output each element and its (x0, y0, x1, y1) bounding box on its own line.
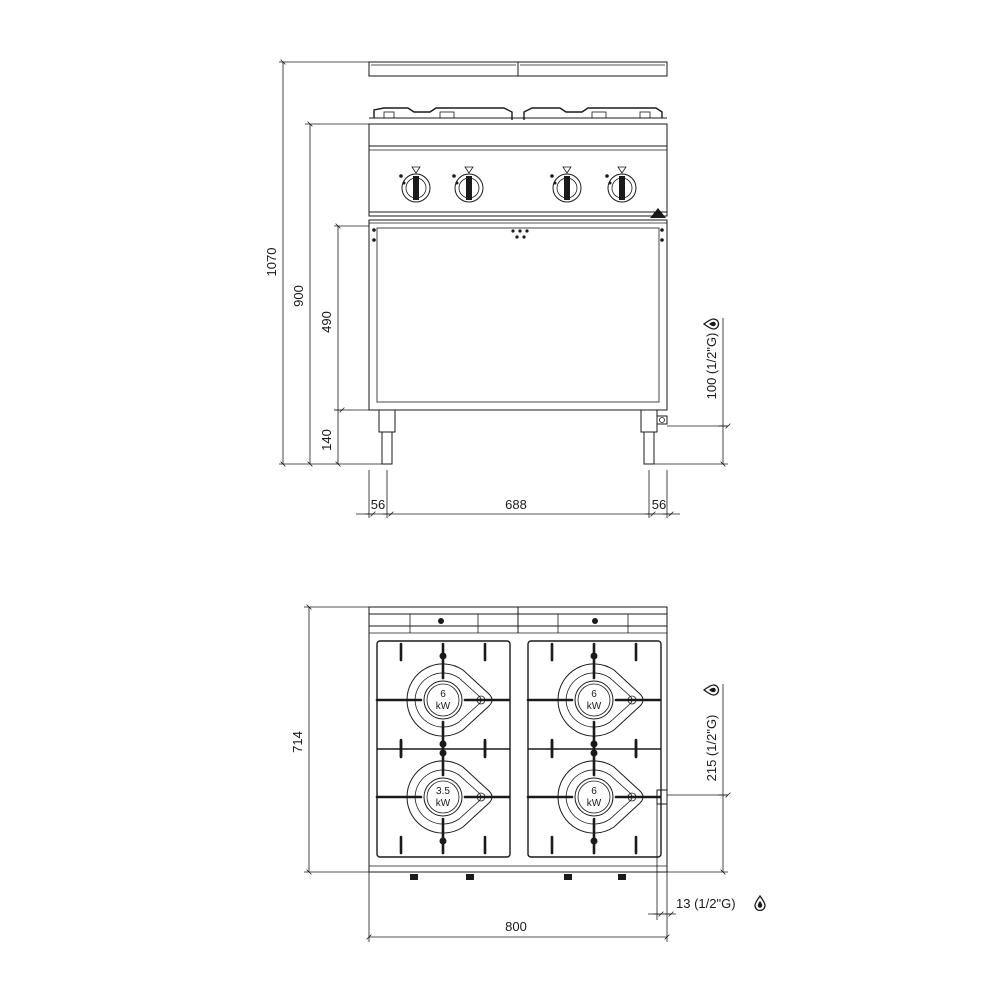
cabinet-opening (376, 227, 660, 403)
dim-depth: 714 (290, 731, 305, 753)
dim-gas-inlet-depth: 215 (1/2"G) (704, 715, 719, 782)
dim-worktop-height: 900 (291, 285, 306, 307)
cabinet (368, 219, 668, 411)
burner-unit: kW (436, 798, 451, 809)
dim-width: 800 (505, 919, 527, 934)
burner-2: 6kW (526, 642, 662, 758)
burner-unit: kW (587, 701, 602, 712)
burner-power: 6 (591, 689, 597, 700)
dim-gas-inlet-side: 13 (1/2"G) (676, 896, 736, 911)
gas-drop-icon-3 (754, 895, 766, 912)
knob-4[interactable] (605, 166, 637, 203)
gas-drop-icon (703, 318, 720, 330)
dim-left-leg-offset: 56 (371, 497, 385, 512)
burner-power: 6 (440, 689, 446, 700)
gas-inlet-front (656, 415, 668, 425)
pan-supports-front (369, 107, 667, 125)
dim-right-leg-offset: 56 (652, 497, 666, 512)
top-outline (368, 606, 668, 873)
burner-1: 6kW (375, 642, 511, 758)
top-view-dimensions: 714 215 (1/2"G) 13 (1/2"G) 800 (290, 604, 766, 942)
gas-drop-icon-2 (703, 684, 720, 696)
dim-leg-height: 140 (319, 429, 334, 451)
burner-4: 6kW (526, 739, 662, 855)
burner-unit: kW (436, 701, 451, 712)
knob-2[interactable] (452, 166, 484, 203)
burner-power: 3.5 (436, 786, 450, 797)
dim-gas-inlet-height: 100 (1/2"G) (704, 333, 719, 400)
dim-total-height: 1070 (264, 248, 279, 277)
legs (378, 409, 658, 465)
burner-unit: kW (587, 798, 602, 809)
control-panel (368, 123, 668, 217)
front-view: 1070 900 490 140 100 (1/2"G) 56 688 56 (264, 59, 731, 518)
dim-leg-spacing: 688 (505, 497, 527, 512)
knob-1[interactable] (399, 166, 431, 203)
top-view (368, 606, 668, 880)
knob-3[interactable] (550, 166, 582, 203)
dim-cabinet-height: 490 (319, 311, 334, 333)
warning-icon (650, 208, 666, 218)
burner-power: 6 (591, 786, 597, 797)
burner-3: 3.5kW (375, 739, 511, 855)
